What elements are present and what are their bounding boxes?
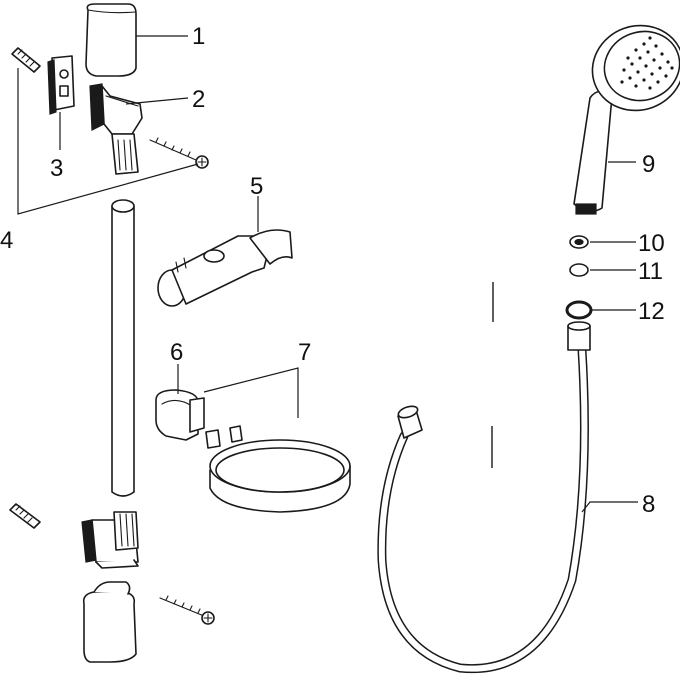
callout-9: 9 [642, 151, 655, 178]
part-1-cover-cap [85, 3, 137, 77]
part-5-slider [157, 229, 293, 307]
callout-8: 8 [642, 491, 655, 518]
callout-7: 7 [298, 339, 311, 366]
callout-2: 2 [192, 86, 205, 113]
part-7-ring [205, 425, 351, 513]
callout-10: 10 [638, 230, 665, 257]
shower-rail [111, 199, 135, 497]
bottom-wall-bracket [81, 511, 139, 569]
part-3-mounting-plate [47, 55, 75, 115]
callout-1: 1 [192, 23, 205, 50]
part-6-clip [155, 389, 205, 441]
part-11-strainer [569, 263, 589, 277]
part-8-hose [377, 321, 591, 674]
part-9-hand-shower [573, 24, 680, 215]
callout-11: 11 [638, 258, 663, 285]
part-4-fixings [9, 47, 215, 625]
callout-3: 3 [50, 155, 63, 182]
callout-4: 4 [0, 227, 13, 254]
spray-face-nozzles [620, 36, 674, 90]
part-10-flow-restrictor [569, 235, 589, 249]
bottom-cover-cap [82, 581, 137, 663]
part-2-wall-bracket [89, 83, 143, 175]
callout-5: 5 [250, 173, 263, 200]
leader-lines [17, 35, 638, 513]
callout-12: 12 [638, 298, 665, 325]
callout-6: 6 [170, 339, 183, 366]
part-12-sealing-ring [565, 300, 593, 320]
callout-numbers: 1 2 3 4 5 6 7 8 9 10 11 12 [0, 23, 665, 518]
hose-break-marks [491, 282, 494, 468]
